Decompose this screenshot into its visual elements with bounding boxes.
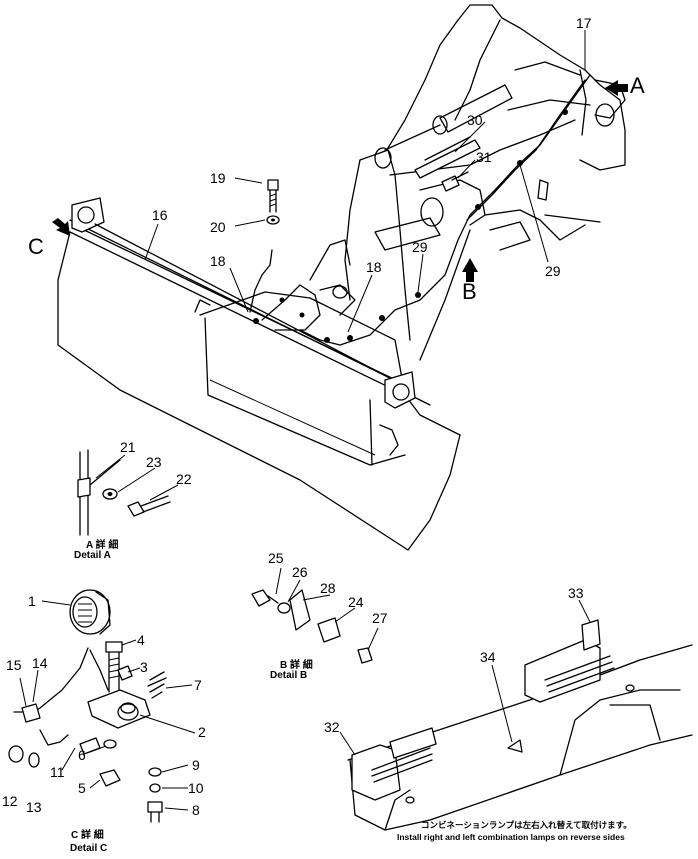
callout-13: 13 xyxy=(26,799,42,815)
detail-b: B 詳 細 Detail B xyxy=(251,589,373,681)
wire-harness xyxy=(94,74,591,379)
callout-28: 28 xyxy=(320,580,336,596)
callout-30: 30 xyxy=(467,112,483,128)
callout-33: 33 xyxy=(568,585,584,601)
callout-7: 7 xyxy=(194,677,202,693)
callout-8: 8 xyxy=(192,802,200,818)
callout-27: 27 xyxy=(372,610,388,626)
callout-10: 10 xyxy=(188,780,204,796)
view-a-arrow xyxy=(605,80,628,96)
detail-c: C 詳 細 Detail C xyxy=(8,589,167,854)
leader-lines xyxy=(19,30,591,811)
callout-6: 6 xyxy=(78,747,86,763)
detail-a-jp: A 詳 細 xyxy=(86,538,118,551)
callout-18-left: 18 xyxy=(210,253,226,269)
callout-15: 15 xyxy=(6,657,22,673)
callout-16: 16 xyxy=(152,207,168,223)
view-a-label: A xyxy=(630,73,645,98)
view-b-label: B xyxy=(462,279,477,304)
callout-24: 24 xyxy=(348,594,364,610)
detail-a: A 詳 細 Detail A xyxy=(74,449,171,561)
callout-4: 4 xyxy=(137,632,145,648)
callout-11: 11 xyxy=(50,764,65,780)
callout-18-right: 18 xyxy=(366,259,382,275)
callout-20: 20 xyxy=(210,219,226,235)
callout-31: 31 xyxy=(476,149,492,165)
dozer-frame xyxy=(309,4,626,361)
note-en: Install right and left combination lamps… xyxy=(397,832,625,842)
note-jp: コンビネーションランプは左右入れ替えて取付けます。 xyxy=(421,820,632,830)
view-b-arrow xyxy=(462,258,478,282)
callout-numbers: 17 16 19 20 18 18 30 31 29 29 21 23 22 1… xyxy=(2,15,592,818)
callout-12: 12 xyxy=(2,793,18,809)
callout-26: 26 xyxy=(292,564,308,580)
callout-34: 34 xyxy=(480,649,496,665)
detail-a-en: Detail A xyxy=(74,550,111,561)
detail-c-en: Detail C xyxy=(70,843,107,854)
callout-23: 23 xyxy=(146,454,162,470)
callout-3: 3 xyxy=(140,659,148,675)
callout-21: 21 xyxy=(120,439,136,455)
view-c-label: C xyxy=(28,234,44,259)
view-c-arrow xyxy=(52,218,70,236)
callout-17: 17 xyxy=(576,15,592,31)
callout-14: 14 xyxy=(32,655,48,671)
callout-9: 9 xyxy=(192,757,200,773)
callout-29-left: 29 xyxy=(412,239,428,255)
callout-5: 5 xyxy=(78,780,86,796)
callout-29-right: 29 xyxy=(545,263,561,279)
callout-22: 22 xyxy=(176,471,192,487)
view-arrows: A C B xyxy=(28,73,645,304)
callout-19: 19 xyxy=(210,170,226,186)
detail-c-jp: C 詳 細 xyxy=(71,828,104,841)
detail-b-jp: B 詳 細 xyxy=(280,658,313,671)
callout-32: 32 xyxy=(324,719,340,735)
callout-1: 1 xyxy=(28,593,36,609)
callout-2: 2 xyxy=(198,724,206,740)
dozer-blade xyxy=(57,197,461,551)
callout-25: 25 xyxy=(268,550,284,566)
detail-b-en: Detail B xyxy=(270,670,307,681)
bumper-assembly: コンビネーションランプは左右入れ替えて取付けます。 Install right … xyxy=(347,619,693,842)
